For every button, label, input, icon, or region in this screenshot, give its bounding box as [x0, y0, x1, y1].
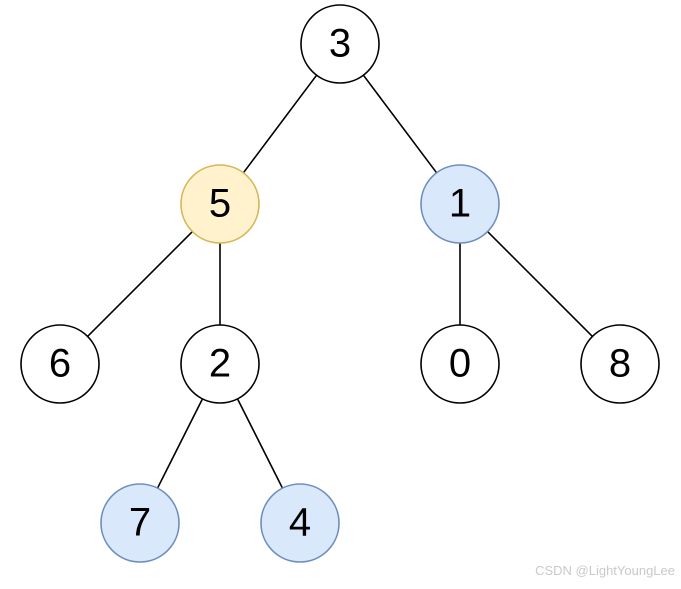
- node-label: 4: [289, 501, 311, 545]
- node-circle: [300, 4, 380, 84]
- node-label: 2: [209, 342, 231, 386]
- tree-node-7: 7: [100, 483, 180, 563]
- node-circle: [420, 164, 500, 244]
- tree-edge-5-6: [87, 231, 193, 337]
- tree-edge-3-1: [362, 74, 438, 174]
- node-label: 5: [209, 182, 231, 226]
- node-circle: [20, 324, 100, 404]
- watermark-text: CSDN @LightYoungLee: [535, 563, 675, 578]
- tree-node-3: 3: [300, 4, 380, 84]
- node-label: 0: [449, 342, 471, 386]
- tree-edge-1-8: [487, 231, 593, 337]
- node-label: 1: [449, 182, 471, 226]
- tree-node-8: 8: [580, 324, 660, 404]
- tree-node-4: 4: [260, 483, 340, 563]
- node-circle: [100, 483, 180, 563]
- node-layer: 3 5 1 6 2 0 8 7 4: [20, 4, 660, 563]
- tree-node-2: 2: [180, 324, 260, 404]
- node-circle: [260, 483, 340, 563]
- node-circle: [580, 324, 660, 404]
- node-circle: [420, 324, 500, 404]
- edge-layer: [87, 74, 593, 489]
- node-circle: [180, 164, 260, 244]
- node-circle: [180, 324, 260, 404]
- tree-node-5: 5: [180, 164, 260, 244]
- node-label: 7: [129, 501, 151, 545]
- tree-edge-2-7: [156, 398, 204, 489]
- node-label: 6: [49, 342, 71, 386]
- tree-node-0: 0: [420, 324, 500, 404]
- tree-node-6: 6: [20, 324, 100, 404]
- node-label: 3: [329, 22, 351, 66]
- node-label: 8: [609, 342, 631, 386]
- tree-node-1: 1: [420, 164, 500, 244]
- tree-edge-2-4: [236, 398, 284, 489]
- tree-edge-3-5: [242, 74, 318, 174]
